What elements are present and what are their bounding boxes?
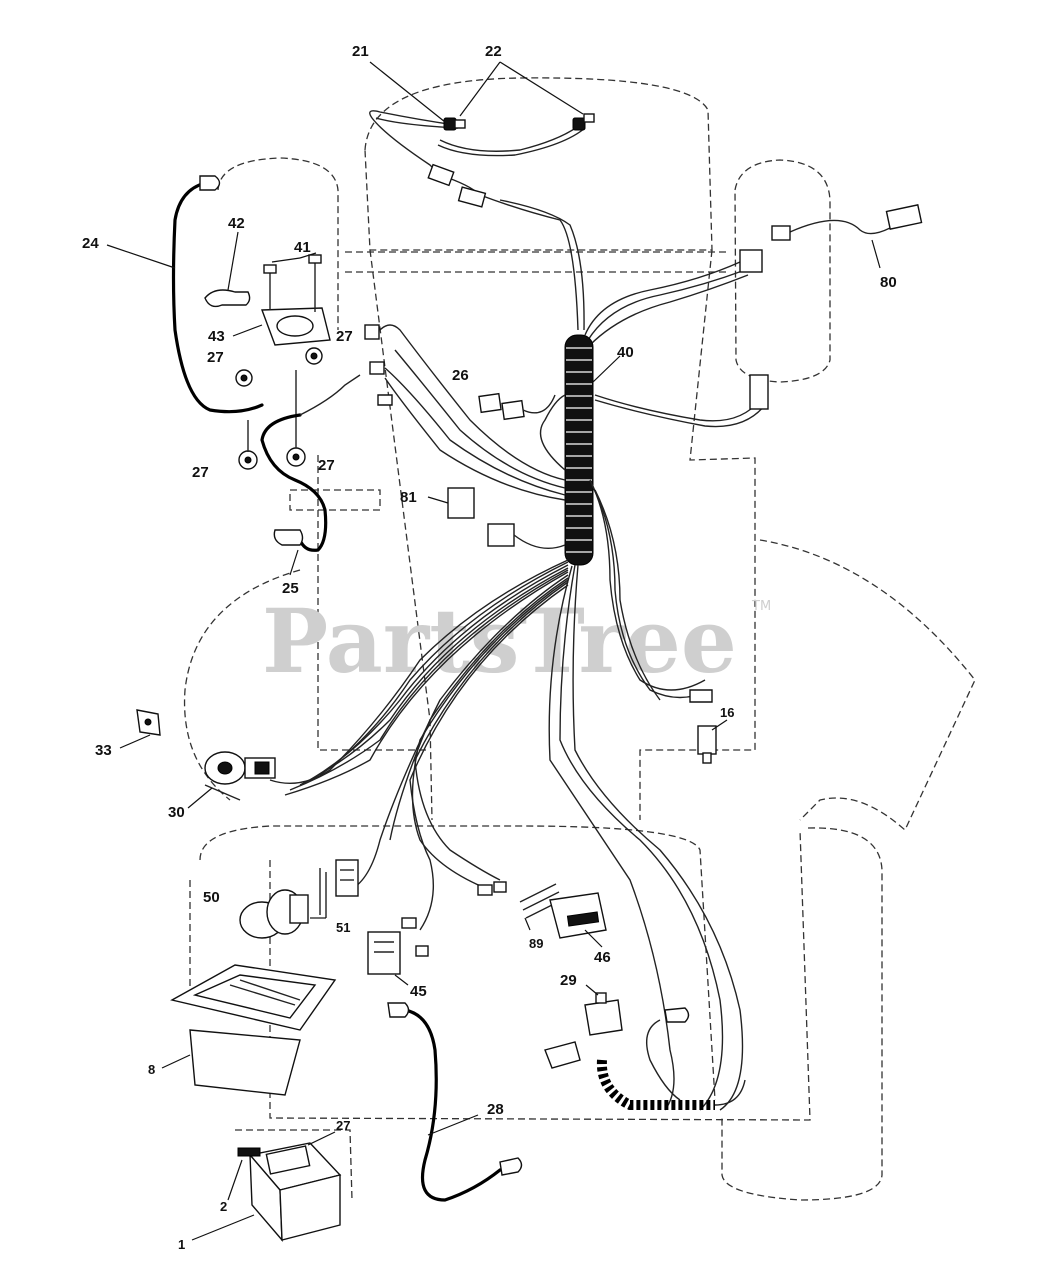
callout-8: 8: [148, 1062, 155, 1077]
callout-81: 81: [400, 489, 417, 506]
callout-27-c: 27: [192, 464, 209, 481]
module-46: [549, 892, 607, 939]
main-conduit: [564, 334, 594, 566]
part-50: [239, 889, 309, 939]
bolt-41a: [263, 264, 277, 274]
tractor-outline: [183, 77, 976, 1201]
callout-40: 40: [617, 344, 634, 361]
callout-1: 1: [178, 1237, 185, 1252]
callout-labels: 21 22 24 42 41 43 27 27 27 27 25 80 40 2…: [82, 43, 897, 1252]
bolt-41b: [308, 254, 322, 264]
connector-left-b: [369, 361, 385, 375]
connector-80-housing: [885, 204, 923, 230]
callout-16: 16: [720, 705, 734, 720]
callout-80: 80: [880, 274, 897, 291]
callout-27-b: 27: [207, 349, 224, 366]
callout-22: 22: [485, 43, 502, 60]
relay-81: [447, 487, 566, 549]
callout-28: 28: [487, 1101, 504, 1118]
callout-42: 42: [228, 215, 245, 232]
nut-group-27: [235, 347, 323, 470]
callout-2: 2: [220, 1199, 227, 1214]
connector-left-a: [364, 324, 380, 340]
fuse-holder-26: [478, 392, 556, 421]
small-connectors: [401, 881, 507, 957]
callout-33: 33: [95, 742, 112, 759]
callout-30: 30: [168, 804, 185, 821]
callout-50: 50: [203, 889, 220, 906]
harness-left-bundle: [364, 324, 566, 501]
cable-25: [260, 374, 361, 552]
harness-fan: [269, 479, 744, 1111]
part-33: [136, 709, 161, 736]
right-harness-branch: [584, 204, 923, 428]
connector-80-plug: [771, 225, 791, 241]
callout-46: 46: [594, 949, 611, 966]
connector-left-c: [377, 394, 393, 406]
callout-51: 51: [336, 920, 350, 935]
battery-cable-24: [171, 175, 264, 414]
coiled-cord: [596, 1007, 746, 1110]
callout-27-a: 27: [336, 328, 353, 345]
watermark-trademark: TM: [751, 599, 771, 614]
leader-lines: [106, 61, 881, 1241]
front-light-harness: [369, 110, 595, 331]
battery-tray-8: [170, 964, 337, 1096]
callout-41: 41: [294, 239, 311, 256]
callout-89: 89: [529, 936, 543, 951]
front-connector-a: [427, 163, 455, 187]
part-29: [544, 992, 623, 1069]
front-connector-b: [457, 186, 487, 208]
headlight-bulb-left: [443, 117, 466, 131]
rear-connector-right: [749, 374, 769, 410]
callout-43: 43: [208, 328, 225, 345]
boot-42: [204, 289, 251, 308]
headlight-bulb-right: [572, 113, 595, 131]
ignition-switch-30: [204, 751, 276, 801]
callout-45: 45: [410, 983, 427, 1000]
bolt-2: [237, 1147, 261, 1157]
callout-26: 26: [452, 367, 469, 384]
cable-28: [387, 1002, 523, 1202]
solenoid-43: [204, 254, 331, 346]
part-51: [319, 859, 359, 918]
callout-29: 29: [560, 972, 577, 989]
callout-21: 21: [352, 43, 369, 60]
switch-16: [689, 689, 717, 764]
callout-24: 24: [82, 235, 99, 252]
callout-25: 25: [282, 580, 299, 597]
part-45: [367, 931, 401, 975]
callout-27-e: 27: [336, 1118, 350, 1133]
callout-27-d: 27: [318, 457, 335, 474]
battery-1: [237, 1142, 342, 1242]
seat-switch-connector: [739, 249, 763, 273]
